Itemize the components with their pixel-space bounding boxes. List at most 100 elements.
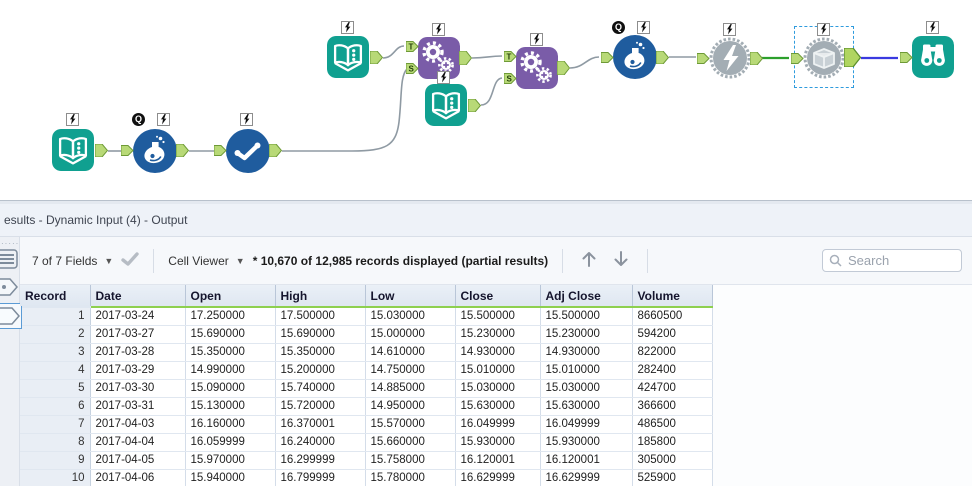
input-data-tool-1[interactable] [52,113,109,171]
data-cell[interactable]: 16.049999 [455,415,541,434]
data-cell[interactable]: 15.690000 [185,325,276,344]
input-anchor-t[interactable]: T [503,50,517,68]
data-cell[interactable]: 15.200000 [275,361,366,380]
data-cell[interactable]: 424700 [632,379,713,398]
data-cell[interactable]: 14.750000 [365,361,456,380]
data-cell[interactable]: 2017-03-30 [90,379,186,398]
input-anchor-t[interactable]: T [405,40,419,58]
apply-check-icon[interactable] [121,252,139,269]
data-cell[interactable]: 16.059999 [185,433,276,452]
table-view-icon[interactable] [0,249,18,274]
data-cell[interactable]: 15.940000 [185,469,276,486]
data-cell[interactable]: 15.630000 [455,397,541,416]
column-header-volume[interactable]: Volume [632,285,713,308]
data-cell[interactable]: 15.130000 [185,397,276,416]
connection-wire[interactable] [471,55,503,59]
data-cell[interactable]: 8660500 [632,307,713,326]
data-cell[interactable]: 16.629999 [540,469,633,486]
data-cell[interactable]: 2017-03-24 [90,307,186,326]
macro-gears-tool-1[interactable]: T S [405,23,473,79]
data-cell[interactable]: 15.090000 [185,379,276,398]
output-anchor[interactable] [749,51,764,70]
input-data-tool-3[interactable] [425,71,482,126]
data-cell[interactable]: 366600 [632,397,713,416]
row-number-cell[interactable]: 7 [20,415,91,434]
search-box[interactable] [822,249,962,272]
row-number-cell[interactable]: 6 [20,397,91,416]
data-cell[interactable]: 16.160000 [185,415,276,434]
data-cell[interactable]: 14.930000 [540,343,633,362]
data-cell[interactable]: 15.780000 [365,469,456,486]
data-cell[interactable]: 17.500000 [275,307,366,326]
input-anchor[interactable] [213,144,227,162]
data-cell[interactable]: 15.030000 [540,379,633,398]
dynamic-input-tool-2[interactable]: Q [600,21,670,84]
data-cell[interactable]: 15.350000 [275,343,366,362]
input-anchor[interactable] [790,52,804,70]
data-cell[interactable]: 15.000000 [365,325,456,344]
data-cell[interactable]: 486500 [632,415,713,434]
connection-wire[interactable] [569,56,600,69]
data-anchor-tab-icon[interactable] [0,277,20,302]
data-cell[interactable]: 2017-03-28 [90,343,186,362]
output-anchor[interactable] [94,143,109,162]
data-cell[interactable]: 14.990000 [185,361,276,380]
data-cell[interactable]: 2017-03-29 [90,361,186,380]
row-number-cell[interactable]: 4 [20,361,91,380]
data-cell[interactable]: 2017-04-04 [90,433,186,452]
row-number-cell[interactable]: 10 [20,469,91,486]
data-cell[interactable]: 14.885000 [365,379,456,398]
data-cell[interactable]: 15.350000 [185,343,276,362]
data-cell[interactable]: 185800 [632,433,713,452]
connection-wire[interactable] [480,77,503,106]
data-cell[interactable]: 15.500000 [455,307,541,326]
scroll-up-button[interactable] [577,250,601,271]
column-header-date[interactable]: Date [90,285,186,308]
data-cell[interactable]: 16.049999 [540,415,633,434]
data-cell[interactable]: 822000 [632,343,713,362]
output-anchor[interactable] [175,143,190,162]
column-header-open[interactable]: Open [185,285,276,308]
row-number-cell[interactable]: 1 [20,307,91,326]
input-anchor-s[interactable]: S [503,72,517,90]
unique-tool[interactable] [213,113,283,178]
data-cell[interactable]: 16.629999 [455,469,541,486]
data-cell[interactable]: 15.570000 [365,415,456,434]
data-cell[interactable]: 14.610000 [365,343,456,362]
output-anchor[interactable] [556,60,571,80]
data-cell[interactable]: 15.230000 [455,325,541,344]
fields-dropdown[interactable]: 7 of 7 Fields ▼ [32,254,113,268]
data-cell[interactable]: 2017-04-03 [90,415,186,434]
data-cell[interactable]: 2017-04-06 [90,469,186,486]
data-cell[interactable]: 15.930000 [455,433,541,452]
input-anchor[interactable] [696,52,710,70]
data-cell[interactable]: 14.930000 [455,343,541,362]
column-header-low[interactable]: Low [365,285,456,308]
output-anchor[interactable] [655,50,670,69]
data-cell[interactable]: 15.030000 [455,379,541,398]
row-number-cell[interactable]: 9 [20,451,91,470]
browse-tool[interactable] [899,21,954,78]
drag-handle-dots-icon[interactable]: ····· [1,239,20,248]
output-anchor-selected[interactable] [843,47,862,72]
data-cell[interactable]: 2017-03-31 [90,397,186,416]
macro-gears-tool-2[interactable]: T S [503,33,571,89]
panel-splitter[interactable] [0,200,972,204]
scroll-down-button[interactable] [609,250,633,271]
data-cell[interactable]: 305000 [632,451,713,470]
data-cell[interactable]: 525900 [632,469,713,486]
connection-wire[interactable] [382,45,405,59]
macro-book-tool-selected[interactable] [790,23,862,84]
output-anchor[interactable] [268,143,283,162]
data-cell[interactable]: 15.970000 [185,451,276,470]
input-anchor[interactable] [899,51,913,69]
input-anchor[interactable] [600,51,614,69]
dynamic-input-tool-1[interactable]: Q [120,113,190,178]
connection-wire[interactable] [282,68,408,152]
data-cell[interactable]: 15.930000 [540,433,633,452]
data-cell[interactable]: 15.500000 [540,307,633,326]
workflow-canvas[interactable]: Q [0,0,972,200]
data-cell[interactable]: 15.630000 [540,397,633,416]
column-header-adj-close[interactable]: Adj Close [540,285,633,308]
data-cell[interactable]: 16.120001 [540,451,633,470]
